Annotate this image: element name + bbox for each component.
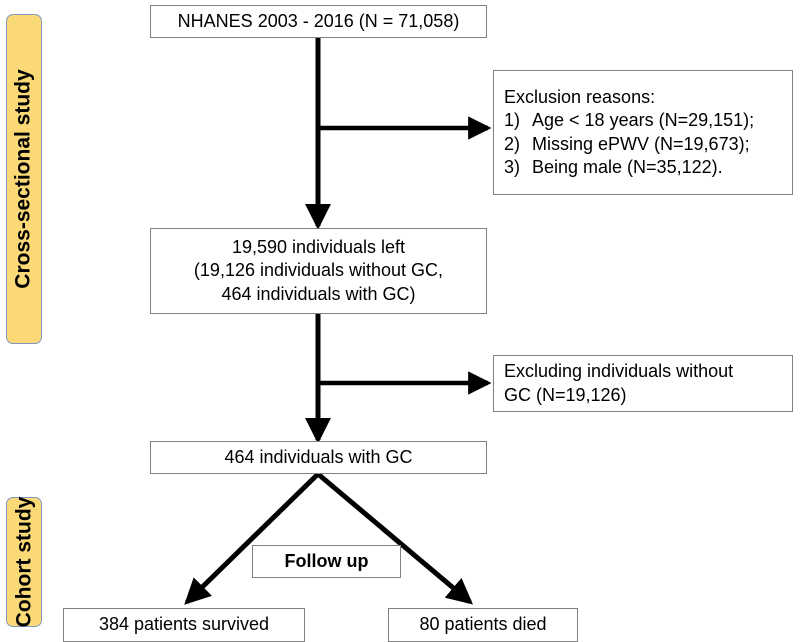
node-remaining-line-2: (19,126 individuals without GC,: [193, 260, 444, 281]
node-source: NHANES 2003 - 2016 (N = 71,058): [150, 5, 487, 38]
phase-tag-cohort-label: Cohort study: [12, 496, 35, 628]
exclusion-reason-text: Age < 18 years (N=29,151);: [532, 110, 755, 131]
node-exclusion-reasons: Exclusion reasons: 1) Age < 18 years (N=…: [493, 70, 793, 195]
phase-tag-cross-sectional-label: Cross-sectional study: [12, 69, 35, 289]
node-with-gc-line-1: 464 individuals with GC: [224, 446, 413, 467]
exclusion-reasons-list: 1) Age < 18 years (N=29,151); 2) Missing…: [504, 109, 786, 178]
edge-to-died: [316, 472, 473, 605]
node-with-gc: 464 individuals with GC: [150, 441, 487, 474]
node-exclude-without-gc-line-2: GC (N=19,126): [504, 384, 627, 405]
node-exclude-without-gc-line-1: Excluding individuals without: [504, 361, 734, 382]
node-survived-line-1: 384 patients survived: [98, 614, 270, 635]
node-died-line-1: 80 patients died: [419, 614, 547, 635]
edge-to-survived: [184, 472, 320, 605]
exclusion-reason-item: 3) Being male (N=35,122).: [504, 156, 786, 179]
phase-tag-cross-sectional: Cross-sectional study: [6, 14, 42, 344]
node-remaining-line-3: 464 individuals with GC): [221, 283, 416, 304]
exclusion-reason-text: Being male (N=35,122).: [532, 156, 723, 177]
node-exclude-without-gc: Excluding individuals without GC (N=19,1…: [493, 355, 793, 412]
node-survived: 384 patients survived: [63, 608, 305, 642]
node-remaining-line-1: 19,590 individuals left: [231, 237, 406, 258]
node-remaining-individuals: 19,590 individuals left (19,126 individu…: [150, 228, 487, 314]
phase-tag-cohort: Cohort study: [6, 497, 42, 627]
exclusion-reason-item: 1) Age < 18 years (N=29,151);: [504, 109, 786, 132]
node-follow-up: Follow up: [252, 545, 401, 578]
node-died: 80 patients died: [388, 608, 578, 642]
exclusion-reason-number: 3): [504, 156, 521, 177]
exclusion-reasons-heading: Exclusion reasons:: [504, 87, 656, 108]
node-follow-up-line-1: Follow up: [284, 550, 369, 571]
exclusion-reason-item: 2) Missing ePWV (N=19,673);: [504, 133, 786, 156]
exclusion-reason-number: 2): [504, 133, 521, 154]
exclusion-reason-text: Missing ePWV (N=19,673);: [532, 133, 750, 154]
node-source-line-1: NHANES 2003 - 2016 (N = 71,058): [177, 10, 460, 31]
exclusion-reason-number: 1): [504, 110, 521, 131]
